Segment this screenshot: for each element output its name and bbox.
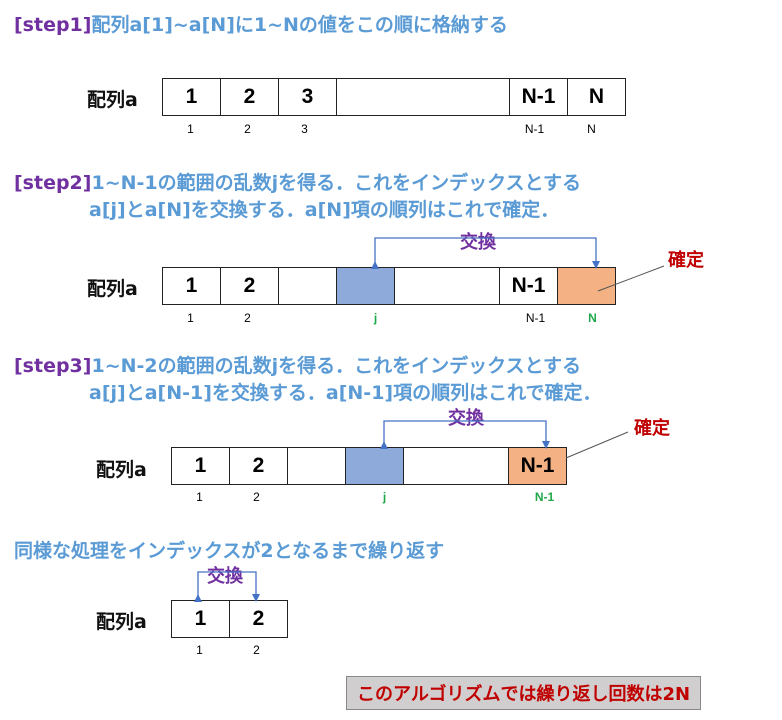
step2-heading: [step2]1~N-1の範囲の乱数jを得る．これをインデックスとする (14, 168, 581, 195)
array-cell: 1 (171, 600, 230, 638)
step3-fixed-leader (565, 431, 629, 459)
array-cell: 1 (162, 78, 221, 116)
step2-tag: [step2] (14, 172, 92, 194)
index-label-j: j (382, 490, 387, 504)
step3-heading: [step3]1~N-2の範囲の乱数jを得る．これをインデックスとする (14, 351, 581, 378)
array-cell (287, 447, 346, 485)
index-label: N (587, 122, 596, 136)
array-cell: N-1 (509, 78, 568, 116)
array-cell: 2 (220, 78, 279, 116)
array-cell-fixed (557, 267, 616, 305)
step1-tag: [step1] (14, 14, 92, 36)
footer-note: このアルゴリズムでは繰り返し回数は2N (346, 676, 702, 710)
index-label: 2 (244, 122, 251, 136)
index-label-j: j (373, 311, 378, 325)
index-label: N-1 (525, 311, 546, 325)
step1-array: 1 2 3 N-1 N (162, 78, 626, 116)
step3-tag: [step3] (14, 355, 92, 377)
array-cell: 2 (229, 600, 288, 638)
array-cell: 2 (229, 447, 288, 485)
step1-array-label: 配列a (87, 89, 138, 111)
step2-line1: 1~N-1の範囲の乱数jを得る．これをインデックスとする (91, 172, 581, 194)
array-cell-gap (336, 78, 510, 116)
step1-heading: [step1]配列a[1]~a[N]に1~Nの値をこの順に格納する (14, 10, 508, 37)
step2-line2: a[j]とa[N]を交換する．a[N]項の順列はこれで確定． (89, 199, 560, 221)
step2-array-label: 配列a (87, 278, 138, 300)
index-label: 1 (196, 643, 203, 657)
index-label: 2 (244, 311, 251, 325)
step3-line2: a[j]とa[N-1]を交換する．a[N-1]項の順列はこれで確定． (89, 382, 602, 404)
index-label: 2 (253, 643, 260, 657)
array-cell-gap (394, 267, 500, 305)
step3-array-label: 配列a (96, 459, 147, 481)
index-label: 1 (187, 311, 194, 325)
index-label: 3 (301, 122, 308, 136)
step4-array: 1 2 (171, 600, 288, 638)
step4-heading: 同様な処理をインデックスが2となるまで繰り返す (14, 540, 445, 562)
index-label-fixed: N (588, 311, 597, 325)
step2-array: 1 2 N-1 (162, 267, 616, 305)
step4-swap-label: 交換 (207, 566, 243, 587)
array-cell (278, 267, 337, 305)
index-label: 1 (196, 490, 203, 504)
array-cell: N-1 (499, 267, 558, 305)
index-label: N-1 (524, 122, 545, 136)
array-cell-j (345, 447, 404, 485)
index-label-fixed: N-1 (534, 490, 555, 504)
step1-text: 配列a[1]~a[N]に1~Nの値をこの順に格納する (91, 14, 508, 36)
array-cell: 2 (220, 267, 279, 305)
array-cell-gap (403, 447, 509, 485)
array-cell: N (567, 78, 626, 116)
index-label: 2 (253, 490, 260, 504)
step3-line1: 1~N-2の範囲の乱数jを得る．これをインデックスとする (91, 355, 581, 377)
step2-fixed-label: 確定 (668, 250, 704, 271)
step3-swap-label: 交換 (448, 408, 484, 429)
step4-array-label: 配列a (96, 611, 147, 633)
index-label: 1 (187, 122, 194, 136)
step3-fixed-label: 確定 (634, 418, 670, 439)
step2-swap-label: 交換 (460, 232, 496, 253)
array-cell-fixed: N-1 (508, 447, 567, 485)
array-cell-j (336, 267, 395, 305)
array-cell: 3 (278, 78, 337, 116)
array-cell: 1 (171, 447, 230, 485)
array-cell: 1 (162, 267, 221, 305)
step3-array: 1 2 N-1 (171, 447, 567, 485)
